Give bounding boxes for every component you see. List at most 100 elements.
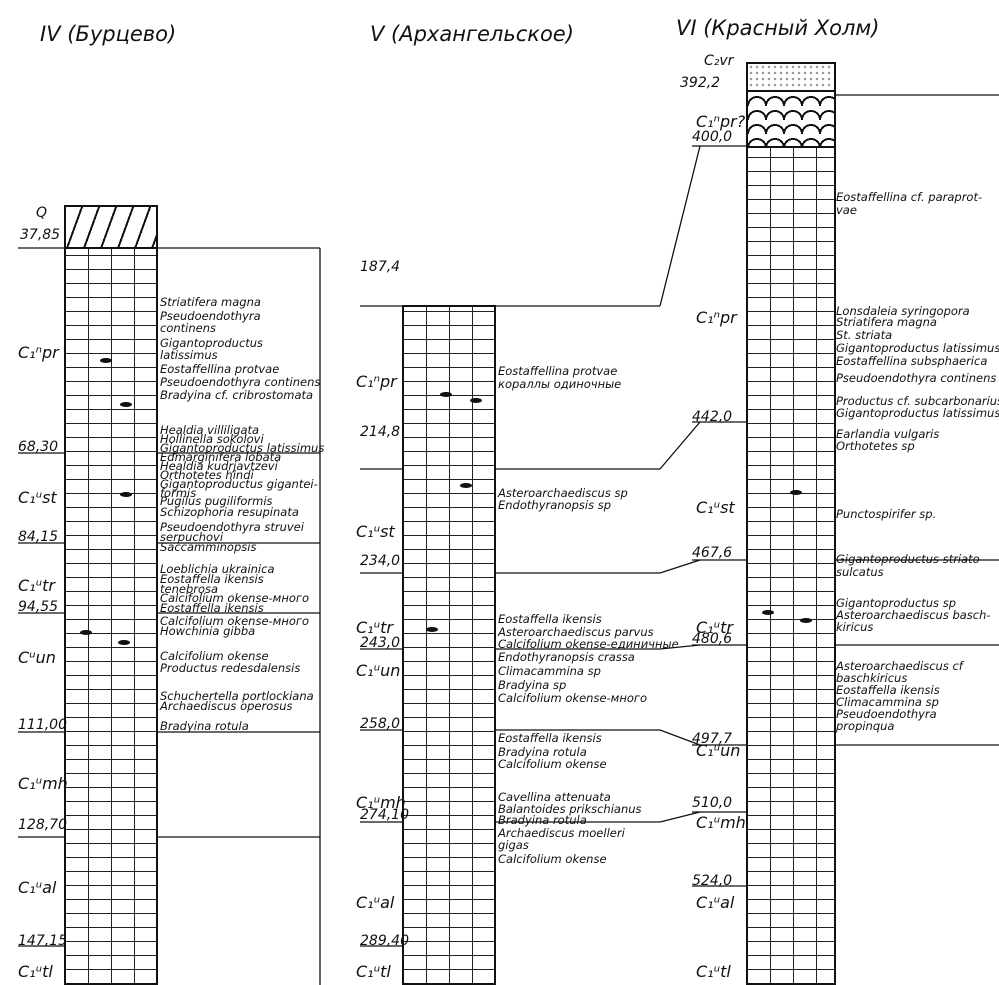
unit-depth-s2-2: 467,6 bbox=[692, 546, 732, 560]
fossil-name-s0-29: Productus redesdalensis bbox=[160, 662, 300, 674]
fossil-name-s2-6: Eostaffellina subsphaerica bbox=[836, 355, 987, 367]
unit-index-s2-0: C₁ⁿpr? bbox=[696, 114, 745, 130]
fossil-name-s1-6: Calcifolium okense-единичные bbox=[498, 638, 679, 650]
fossil-mark-11 bbox=[800, 618, 812, 623]
top-layer-depth-vi: 392,2 bbox=[680, 76, 720, 90]
fossil-name-s0-6: Pseudoendothyra continens bbox=[160, 376, 320, 388]
unit-index-s0-6: C₁ᵘtl bbox=[18, 964, 53, 980]
fossil-name-s2-11: Orthotetes sp bbox=[836, 440, 915, 452]
fossil-name-s0-27: Howchinia gibba bbox=[160, 625, 255, 637]
unit-index-s0-3: Cᵘun bbox=[18, 650, 56, 666]
unit-depth-s0-5: 147,15 bbox=[18, 934, 67, 948]
unit-depth-s0-4: 128,70 bbox=[18, 818, 67, 832]
top-layer-depth-iv: 37,85 bbox=[20, 228, 60, 242]
fossil-name-s0-7: Bradyina cf. cribrostomata bbox=[160, 389, 313, 401]
unit-index-s0-2: C₁ᵘtr bbox=[18, 578, 55, 594]
fossil-name-s1-13: Calcifolium okense bbox=[498, 758, 607, 770]
fossil-name-s1-18: gigas bbox=[498, 839, 529, 851]
fossil-name-s2-12: Punctospirifer sp. bbox=[836, 508, 936, 520]
fossil-mark-4 bbox=[120, 492, 132, 497]
fossil-name-s0-17: Schizophoria resupinata bbox=[160, 506, 299, 518]
unit-depth-s2-1: 442,0 bbox=[692, 410, 732, 424]
fossil-name-s0-4: latissimus bbox=[160, 349, 218, 361]
quaternary-cap-iv bbox=[64, 205, 158, 249]
section-title-iv: IV (Бурцево) bbox=[40, 22, 176, 46]
fossil-name-s2-7: Pseudoendothyra continens bbox=[836, 372, 996, 384]
lithology-column-v bbox=[402, 305, 496, 985]
fossil-name-s2-9: Gigantoproductus latissimus bbox=[836, 407, 999, 419]
lithology-column-iv bbox=[64, 247, 158, 985]
fossil-name-s2-5: Gigantoproductus latissimus bbox=[836, 342, 999, 354]
unit-depth-s1-1: 214,8 bbox=[360, 425, 400, 439]
section-title-v: V (Архангельское) bbox=[370, 22, 574, 46]
unit-index-s0-0: C₁ⁿpr bbox=[18, 345, 59, 361]
fossil-name-s2-17: kiricus bbox=[836, 621, 873, 633]
unit-depth-s2-4: 497,7 bbox=[692, 732, 732, 746]
fossil-mark-6 bbox=[470, 398, 482, 403]
fossil-name-s1-9: Bradyina sp bbox=[498, 679, 566, 691]
fossil-name-s1-8: Climacammina sp bbox=[498, 665, 601, 677]
unit-index-s1-1: C₁ᵘst bbox=[356, 524, 395, 540]
fossil-name-s1-10: Calcifolium okense-много bbox=[498, 692, 647, 704]
fossil-name-s1-11: Eostaffella ikensis bbox=[498, 732, 602, 744]
unit-depth-s2-3: 480,6 bbox=[692, 632, 732, 646]
correlation-line-12 bbox=[660, 560, 700, 573]
unit-depth-s1-4: 258,0 bbox=[360, 717, 400, 731]
unit-depth-s1-5: 274,10 bbox=[360, 808, 409, 822]
fossil-mark-5 bbox=[440, 392, 452, 397]
fossil-name-s0-5: Eostaffellina protvae bbox=[160, 363, 279, 375]
fossil-mark-0 bbox=[100, 358, 112, 363]
fossil-mark-10 bbox=[762, 610, 774, 615]
unit-index-s2-1: C₁ⁿpr bbox=[696, 310, 737, 326]
section-title-vi: VI (Красный Холм) bbox=[676, 16, 879, 40]
correlation-line-10 bbox=[660, 422, 700, 469]
fossil-name-s2-4: St. striata bbox=[836, 329, 892, 341]
unit-index-s1-5: C₁ᵘal bbox=[356, 895, 394, 911]
upper-cap-vi bbox=[746, 62, 836, 92]
unit-depth-s0-0: 68,30 bbox=[18, 440, 58, 454]
unit-depth-s2-6: 524,0 bbox=[692, 874, 732, 888]
fossil-name-s0-25: Eostaffella ikensis bbox=[160, 602, 264, 614]
unit-index-s0-4: C₁ᵘmh bbox=[18, 776, 68, 792]
fossil-name-s1-0: Eostaffellina protvae bbox=[498, 365, 617, 377]
unit-index-s2-7: C₁ᵘtl bbox=[696, 964, 731, 980]
lithology-column-vi bbox=[746, 146, 836, 985]
unit-depth-s0-3: 111,00 bbox=[18, 718, 67, 732]
unit-index-s0-5: C₁ᵘal bbox=[18, 880, 56, 896]
unit-depth-s1-2: 234,0 bbox=[360, 554, 400, 568]
fossil-name-s1-1: кораллы одиночные bbox=[498, 378, 621, 390]
fossil-mark-1 bbox=[120, 402, 132, 407]
top-layer-label-iv: Q bbox=[36, 206, 47, 220]
top-layer-label-vi: C₂vr bbox=[704, 54, 733, 68]
fossil-name-s1-4: Eostaffella ikensis bbox=[498, 613, 602, 625]
fossil-name-s1-16: Bradyina rotula bbox=[498, 814, 587, 826]
unit-index-s1-0: C₁ⁿpr bbox=[356, 374, 397, 390]
fossil-mark-9 bbox=[790, 490, 802, 495]
unit-depth-s2-0: 400,0 bbox=[692, 130, 732, 144]
fossil-name-s2-3: Striatifera magna bbox=[836, 316, 937, 328]
unit-depth-s1-0: 187,4 bbox=[360, 260, 400, 274]
unit-index-s2-5: C₁ᵘmh bbox=[696, 815, 746, 831]
fossil-mark-7 bbox=[460, 483, 472, 488]
unit-index-s2-6: C₁ᵘal bbox=[696, 895, 734, 911]
fossil-mark-8 bbox=[426, 627, 438, 632]
middle-cap-vi bbox=[746, 90, 836, 148]
unit-index-s1-3: C₁ᵘun bbox=[356, 663, 400, 679]
unit-depth-s0-2: 94,55 bbox=[18, 600, 58, 614]
fossil-mark-2 bbox=[80, 630, 92, 635]
unit-index-s0-1: C₁ᵘst bbox=[18, 490, 57, 506]
fossil-name-s1-3: Endothyranopsis sp bbox=[498, 499, 611, 511]
fossil-name-s1-7: Endothyranopsis crassa bbox=[498, 651, 635, 663]
fossil-name-s0-0: Striatifera magna bbox=[160, 296, 261, 308]
unit-index-s2-2: C₁ᵘst bbox=[696, 500, 735, 516]
fossil-name-s2-0: Eostaffellina cf. paraprot- bbox=[836, 191, 982, 203]
correlation-line-18 bbox=[660, 812, 700, 822]
fossil-name-s0-20: Saccamminopsis bbox=[160, 541, 256, 553]
fossil-name-s2-1: vae bbox=[836, 204, 857, 216]
fossil-name-s0-2: continens bbox=[160, 322, 216, 334]
unit-index-s1-2: C₁ᵘtr bbox=[356, 620, 393, 636]
unit-index-s1-6: C₁ᵘtl bbox=[356, 964, 391, 980]
fossil-name-s2-23: propinqua bbox=[836, 720, 894, 732]
unit-depth-s0-1: 84,15 bbox=[18, 530, 58, 544]
